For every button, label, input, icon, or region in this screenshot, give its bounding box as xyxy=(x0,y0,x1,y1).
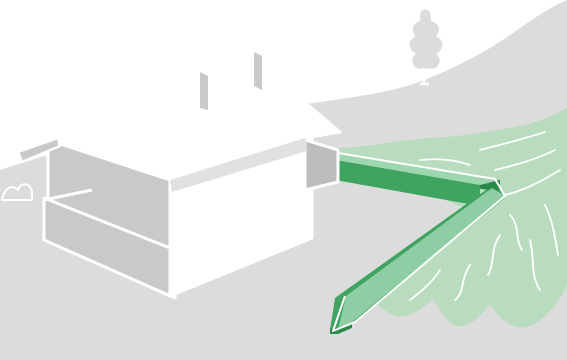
chimney-icon xyxy=(186,72,208,114)
chimney-icon xyxy=(240,52,262,92)
